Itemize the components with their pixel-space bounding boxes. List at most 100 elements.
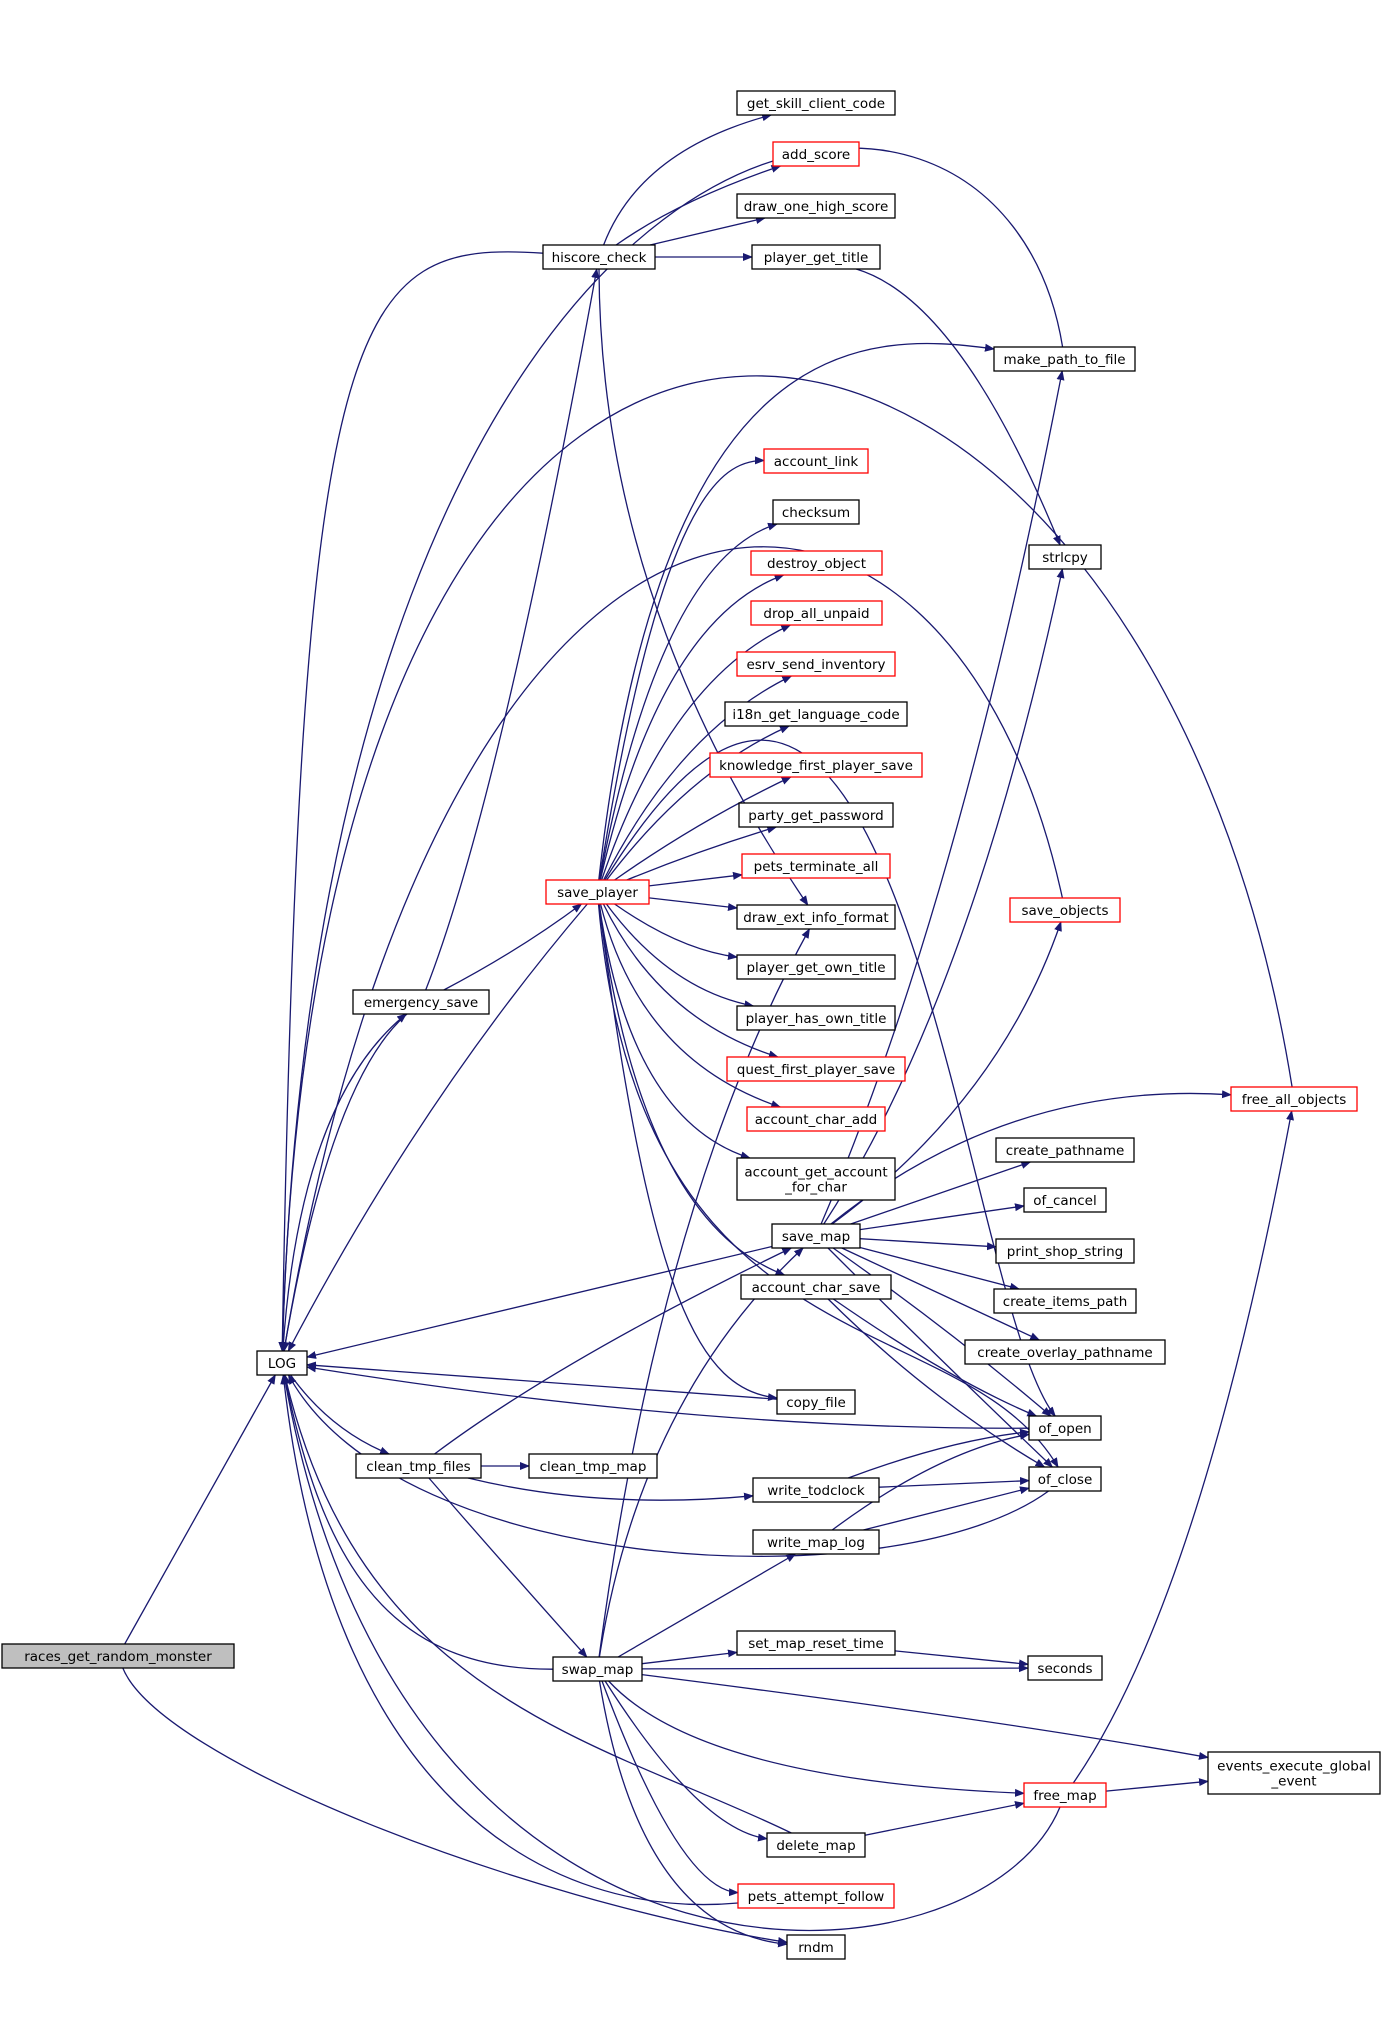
node-box <box>993 346 1136 372</box>
node-label: strlcpy <box>1042 550 1088 566</box>
node-account-link[interactable]: account_link <box>763 448 869 474</box>
node-box <box>995 1137 1135 1163</box>
node-box <box>964 1339 1166 1365</box>
node-box <box>752 1477 880 1503</box>
node-label: pets_terminate_all <box>754 859 879 875</box>
node-checksum[interactable]: checksum <box>772 499 860 525</box>
node-hiscore-check[interactable]: hiscore_check <box>542 244 656 270</box>
edge-save-player-to-pets-terminate-all <box>648 871 743 887</box>
edge-pets-attempt-follow-to-LOG <box>280 1374 739 1906</box>
node-create-overlay-pathname[interactable]: create_overlay_pathname <box>964 1339 1166 1365</box>
node-races-get-random-monster[interactable]: races_get_random_monster <box>1 1643 235 1669</box>
edge-save-player-to-account-char-add <box>599 903 782 1108</box>
node-of-close[interactable]: of_close <box>1028 1466 1102 1492</box>
node-label: rndm <box>798 1940 834 1956</box>
edge-account-char-save-to-of-close <box>827 1298 1046 1468</box>
node-label: clean_tmp_files <box>366 1459 470 1475</box>
node-player-has-own-title[interactable]: player_has_own_title <box>736 1005 896 1031</box>
edge-save-map-to-strlcpy <box>823 568 1065 1225</box>
node-copy-file[interactable]: copy_file <box>776 1389 856 1415</box>
node-create-items-path[interactable]: create_items_path <box>993 1288 1137 1314</box>
edge-free-map-to-events-execute-global-event <box>1105 1778 1209 1792</box>
node-clean-tmp-files[interactable]: clean_tmp_files <box>355 1453 482 1479</box>
node-box <box>1023 1187 1107 1213</box>
edge-of-open-to-LOG <box>306 1364 1030 1429</box>
edge-clean-tmp-files-to-swap-map <box>428 1477 588 1658</box>
node-draw-ext-info-format[interactable]: draw_ext_info_format <box>736 904 896 930</box>
node-account-get-account-for-char[interactable]: account_get_account_for_char <box>736 1157 896 1201</box>
node-box <box>528 1453 658 1479</box>
node-label: write_todclock <box>767 1483 865 1499</box>
node-save-player[interactable]: save_player <box>545 879 650 905</box>
node-player-get-title[interactable]: player_get_title <box>751 244 881 270</box>
node-quest-first-player-save[interactable]: quest_first_player_save <box>726 1056 906 1082</box>
node-events-execute-global-event[interactable]: events_execute_global_event <box>1207 1751 1381 1795</box>
node-box <box>776 1389 856 1415</box>
node-free-map[interactable]: free_map <box>1023 1782 1107 1808</box>
edge-save-map-to-create-overlay-pathname <box>841 1247 1041 1341</box>
node-create-pathname[interactable]: create_pathname <box>995 1137 1135 1163</box>
node-strlcpy[interactable]: strlcpy <box>1028 544 1102 570</box>
node-LOG[interactable]: LOG <box>256 1350 308 1376</box>
node-label: events_execute_global_event <box>1217 1759 1371 1790</box>
node-label: create_items_path <box>1003 1294 1128 1310</box>
node-print-shop-string[interactable]: print_shop_string <box>995 1238 1135 1264</box>
edge-account-char-save-to-of-open <box>832 1298 1038 1417</box>
edge-LOG-to-emergency-save <box>282 1013 407 1352</box>
node-add-score[interactable]: add_score <box>772 141 860 167</box>
edge-save-player-to-of-open <box>604 739 1056 1417</box>
node-delete-map[interactable]: delete_map <box>766 1832 866 1858</box>
node-get-skill-client-code[interactable]: get_skill_client_code <box>736 90 896 116</box>
node-save-objects[interactable]: save_objects <box>1009 897 1121 923</box>
node-label: account_get_account_for_char <box>744 1165 887 1196</box>
node-label: of_close <box>1038 1472 1093 1488</box>
node-label: make_path_to_file <box>1003 352 1125 368</box>
node-box <box>726 1056 906 1082</box>
node-label: draw_ext_info_format <box>743 910 888 926</box>
node-save-map[interactable]: save_map <box>771 1223 861 1249</box>
node-knowledge-first-player-save[interactable]: knowledge_first_player_save <box>709 752 923 778</box>
node-destroy-object[interactable]: destroy_object <box>750 550 883 576</box>
node-drop-all-unpaid[interactable]: drop_all_unpaid <box>750 600 883 626</box>
edge-swap-map-to-pets-attempt-follow <box>601 1680 739 1897</box>
node-player-get-own-title[interactable]: player_get_own_title <box>736 954 896 980</box>
node-free-all-objects[interactable]: free_all_objects <box>1230 1086 1358 1112</box>
node-account-char-save[interactable]: account_char_save <box>740 1274 892 1300</box>
edge-save-player-to-drop-all-unpaid <box>600 624 792 881</box>
node-i18n-get-language-code[interactable]: i18n_get_language_code <box>724 701 908 727</box>
node-box <box>741 853 891 879</box>
node-box <box>352 989 490 1015</box>
edge-save-map-to-print-shop-string <box>859 1238 997 1251</box>
edge-save-player-to-account-get-account-for-char <box>598 903 751 1160</box>
node-swap-map[interactable]: swap_map <box>552 1656 643 1682</box>
edge-races-get-random-monster-to-rndm <box>122 1667 788 1945</box>
node-label: player_get_title <box>764 250 869 266</box>
node-label: clean_tmp_map <box>540 1459 647 1475</box>
node-seconds[interactable]: seconds <box>1027 1655 1103 1681</box>
node-box <box>545 879 650 905</box>
node-of-cancel[interactable]: of_cancel <box>1023 1187 1107 1213</box>
node-rndm[interactable]: rndm <box>786 1934 846 1960</box>
node-write-todclock[interactable]: write_todclock <box>752 1477 880 1503</box>
edge-save-player-to-i18n-get-language-code <box>606 725 790 881</box>
node-account-char-add[interactable]: account_char_add <box>746 1106 886 1132</box>
node-emergency-save[interactable]: emergency_save <box>352 989 490 1015</box>
node-esrv-send-inventory[interactable]: esrv_send_inventory <box>736 651 896 677</box>
edge-save-player-to-player-has-own-title <box>605 903 755 1009</box>
node-of-open[interactable]: of_open <box>1028 1415 1102 1441</box>
node-clean-tmp-map[interactable]: clean_tmp_map <box>528 1453 658 1479</box>
node-pets-attempt-follow[interactable]: pets_attempt_follow <box>737 1883 895 1909</box>
node-box <box>736 904 896 930</box>
edge-swap-map-to-free-map <box>608 1680 1025 1797</box>
node-label: copy_file <box>786 1395 846 1411</box>
node-party-get-password[interactable]: party_get_password <box>738 802 894 828</box>
node-label: player_has_own_title <box>746 1011 887 1027</box>
node-set-map-reset-time[interactable]: set_map_reset_time <box>736 1630 896 1656</box>
node-box <box>993 1288 1137 1314</box>
edge-save-map-to-LOG <box>306 1245 773 1359</box>
node-draw-one-high-score[interactable]: draw_one_high_score <box>736 193 896 219</box>
node-write-map-log[interactable]: write_map_log <box>752 1529 880 1555</box>
node-make-path-to-file[interactable]: make_path_to_file <box>993 346 1136 372</box>
node-pets-terminate-all[interactable]: pets_terminate_all <box>741 853 891 879</box>
